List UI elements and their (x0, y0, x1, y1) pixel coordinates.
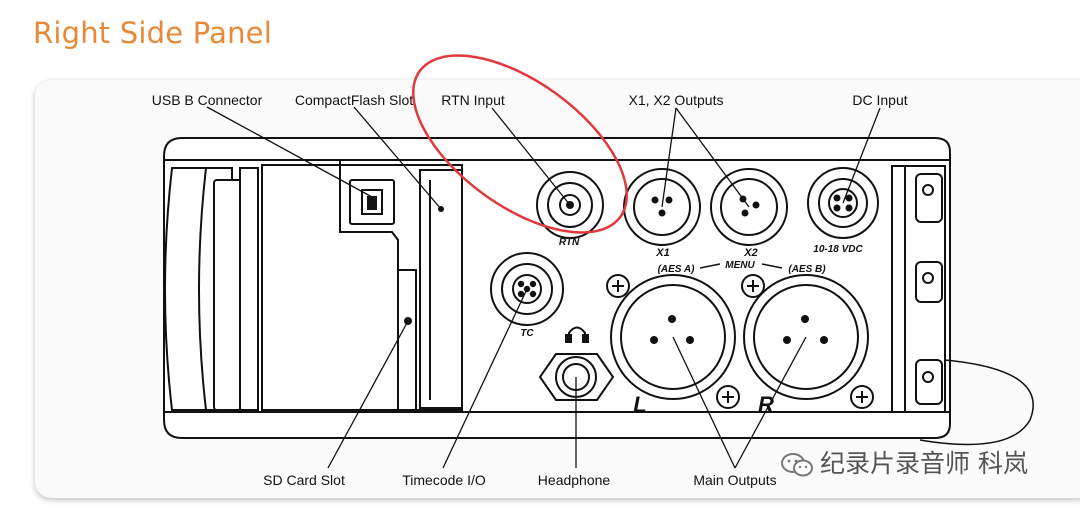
usb-b-connector-label: USB B Connector (152, 92, 263, 108)
page-title: Right Side Panel (33, 16, 272, 50)
rtn-highlight-circle (412, 54, 628, 234)
x2-mark: X2 (743, 247, 757, 259)
menu-mark: MENU (725, 260, 755, 271)
tc-mark: TC (520, 328, 534, 339)
right-end-cap (891, 165, 946, 413)
strap-loop (919, 359, 1034, 446)
aes-a-mark: (AES A) (658, 264, 696, 275)
side-grip (164, 167, 259, 411)
right-channel-mark: R (758, 392, 774, 417)
watermark: 纪录片录音师 科岚 (780, 444, 1028, 480)
x1-x2-outputs-label: X1, X2 Outputs (629, 92, 724, 108)
panel-screws (606, 274, 874, 409)
watermark-text: 纪录片录音师 科岚 (820, 449, 1028, 478)
headphone-icon (565, 326, 589, 343)
rtn-input-label: RTN Input (441, 92, 505, 108)
wechat-logo-icon (781, 453, 813, 477)
sd-card-slot-label: SD Card Slot (263, 472, 345, 488)
usb-b-connector (349, 179, 395, 225)
timecode-io-label: Timecode I/O (402, 472, 486, 488)
aes-b-mark: (AES B) (788, 264, 826, 275)
headphone-label: Headphone (538, 472, 611, 488)
leader-lines (206, 106, 881, 469)
left-channel-mark: L (633, 392, 646, 417)
dc-input-label: DC Input (852, 92, 907, 108)
dc-voltage-mark: 10-18 VDC (813, 244, 863, 255)
x1-mark: X1 (655, 247, 669, 259)
sd-card-slot (397, 269, 417, 411)
main-outputs-label: Main Outputs (693, 472, 776, 488)
compactflash-slot-label: CompactFlash Slot (295, 92, 413, 108)
rtn-mark: RTN (559, 237, 580, 248)
